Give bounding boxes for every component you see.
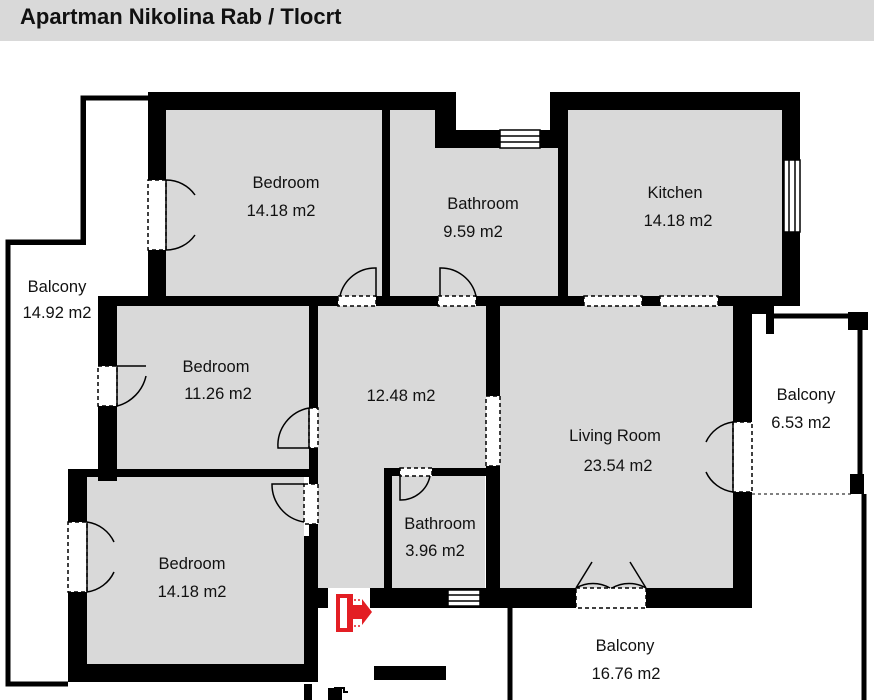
room-area: 12.48 m2 — [367, 387, 436, 405]
exit-sign-icon — [336, 594, 372, 632]
living-room-floor — [500, 306, 733, 588]
door-swing — [277, 407, 310, 449]
wall — [558, 148, 568, 306]
door-opening — [485, 395, 501, 467]
room-area: 14.18 m2 — [247, 202, 316, 220]
door-swing — [399, 475, 431, 501]
door-opening — [659, 295, 719, 307]
wall — [6, 240, 86, 245]
door-swings — [86, 179, 734, 593]
small-bathroom-window — [447, 589, 481, 607]
room-name: Balcony — [28, 278, 87, 296]
door-swing — [705, 457, 734, 493]
wall — [68, 469, 318, 477]
room-area: 3.96 m2 — [405, 542, 465, 560]
bedroom-mid-floor — [117, 306, 309, 469]
kitchen-window — [783, 159, 801, 233]
door-swing — [575, 582, 611, 589]
door-swing — [439, 267, 477, 297]
bathroom-small-floor — [392, 476, 485, 588]
wall — [374, 666, 446, 680]
room-name: Bedroom — [159, 555, 226, 573]
door-opening — [575, 587, 647, 609]
wall — [386, 468, 500, 476]
door-swing — [339, 267, 377, 297]
wall — [550, 92, 800, 110]
room-area: 9.59 m2 — [443, 223, 503, 241]
hallway-floor — [318, 306, 486, 468]
door-opening — [67, 521, 88, 593]
room-name: Bedroom — [253, 174, 320, 192]
room-name: Balcony — [596, 637, 655, 655]
room-name: Balcony — [777, 386, 836, 404]
door-opening — [308, 407, 319, 449]
door-swing — [86, 557, 115, 593]
room-area: 14.18 m2 — [644, 212, 713, 230]
door-opening — [97, 365, 118, 407]
door-swing — [86, 521, 115, 557]
wall — [384, 468, 392, 608]
header-bar: Apartman Nikolina Rab / Tlocrt — [0, 0, 874, 41]
door-swing — [629, 561, 647, 589]
room-labels: Bedroom 14.18 m2 Bathroom 9.59 m2 Kitche… — [23, 174, 836, 683]
room-area: 6.53 m2 — [771, 414, 831, 432]
wall — [550, 92, 568, 148]
wall — [82, 96, 86, 244]
stair-mark — [334, 687, 348, 693]
door-opening — [732, 421, 753, 493]
door-opening — [337, 295, 377, 307]
room-area: 14.92 m2 — [23, 304, 92, 322]
bedroom-top-floor — [166, 110, 382, 296]
door-swing — [165, 179, 196, 215]
room-floors — [87, 110, 782, 664]
bathroom-top-floor-notch — [390, 110, 435, 150]
door-swing — [611, 582, 647, 589]
wall — [68, 664, 318, 682]
door-swing — [271, 483, 305, 523]
room-area: 16.76 m2 — [592, 665, 661, 683]
wall — [304, 536, 318, 682]
kitchen-floor — [568, 110, 782, 296]
room-name: Bedroom — [183, 358, 250, 376]
windows — [447, 129, 801, 607]
door-opening — [583, 295, 643, 307]
room-name: Kitchen — [647, 184, 702, 202]
room-area: 23.54 m2 — [584, 457, 653, 475]
balcony-right-outline — [772, 313, 863, 488]
wall — [370, 588, 752, 608]
door-opening — [437, 295, 477, 307]
door-swing — [705, 421, 734, 457]
wall — [328, 688, 342, 700]
door-opening — [399, 467, 433, 477]
room-name: Bathroom — [404, 515, 476, 533]
hallway-corridor-floor — [318, 468, 386, 588]
bedroom-bottom-floor — [87, 477, 304, 664]
room-name: Bathroom — [447, 195, 519, 213]
door-swing — [116, 366, 147, 407]
wall — [435, 92, 456, 138]
room-area: 14.18 m2 — [158, 583, 227, 601]
wall — [766, 296, 774, 334]
room-name: Living Room — [569, 427, 661, 445]
wall — [382, 110, 390, 306]
bathroom-top-floor — [390, 148, 558, 296]
door-opening — [303, 483, 319, 525]
page-title: Apartman Nikolina Rab / Tlocrt — [20, 4, 342, 29]
door-swing — [575, 561, 593, 589]
door-opening — [147, 179, 167, 251]
door-swing — [165, 215, 196, 251]
wall — [304, 684, 312, 700]
bathroom-window — [499, 129, 541, 149]
room-area: 11.26 m2 — [184, 385, 252, 403]
wall — [304, 588, 328, 608]
wall — [150, 92, 456, 110]
